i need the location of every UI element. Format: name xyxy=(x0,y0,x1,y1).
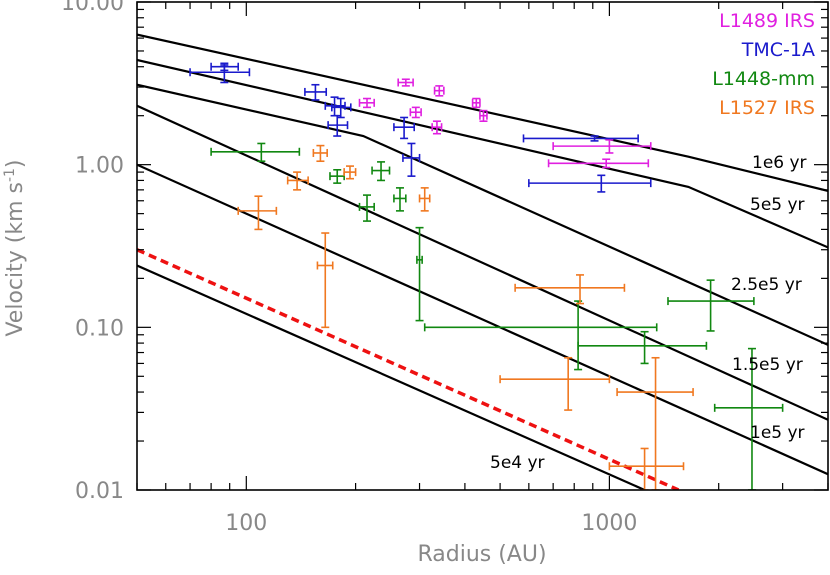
data-point xyxy=(286,171,309,191)
data-point xyxy=(608,447,685,490)
data-point xyxy=(479,109,488,123)
legend-entry: L1448-mm xyxy=(712,68,815,90)
model-curves xyxy=(137,33,828,490)
data-point xyxy=(402,142,421,177)
data-point xyxy=(210,62,240,72)
data-point xyxy=(358,194,375,222)
series-3 xyxy=(237,144,694,490)
series-1 xyxy=(189,62,652,193)
curve-label-0: 1e6 yr xyxy=(752,153,807,173)
series-2 xyxy=(210,142,784,490)
data-point xyxy=(397,78,414,87)
y-axis-title: Velocity (km s-1) xyxy=(2,159,28,336)
data-point xyxy=(312,144,328,163)
data-point xyxy=(522,134,639,143)
curve-label-5: 5e4 yr xyxy=(490,453,545,473)
y-tick-label: 10.00 xyxy=(61,0,124,16)
model-curve-dashed xyxy=(137,248,680,490)
y-axis-title-superscript: -1 xyxy=(2,168,18,182)
data-point xyxy=(371,161,391,182)
legend-entry: TMC-1A xyxy=(741,39,815,61)
data-point xyxy=(514,274,626,305)
data-point xyxy=(324,96,346,117)
series-0 xyxy=(358,78,652,169)
data-point xyxy=(423,300,658,371)
plot-axes: 100 1000 0.01 0.10 1.00 10.00 xyxy=(61,0,829,536)
plot-frame xyxy=(136,1,829,491)
y-tick-label: 0.10 xyxy=(75,316,124,341)
data-point xyxy=(528,174,652,193)
legend-entry: L1489 IRS xyxy=(719,10,815,32)
data-point xyxy=(499,356,611,411)
curve-label-1: 5e5 yr xyxy=(750,195,805,215)
x-tick-label: 1000 xyxy=(581,511,637,536)
data-point xyxy=(713,347,784,490)
legend-entry: L1527 IRS xyxy=(719,97,815,119)
model-curve-5 xyxy=(137,264,646,490)
model-curve-4 xyxy=(137,163,828,476)
data-point xyxy=(331,97,352,119)
data-point xyxy=(393,187,407,212)
y-axis-title-close: ) xyxy=(3,159,28,168)
data-point xyxy=(431,120,443,135)
data-point xyxy=(616,356,694,490)
data-point xyxy=(210,142,301,163)
y-axis-title-main: Velocity (km s xyxy=(3,182,28,337)
data-point xyxy=(577,330,708,365)
data-point xyxy=(393,116,415,140)
curve-label-2: 2.5e5 yr xyxy=(731,275,802,295)
data-point xyxy=(418,187,431,212)
y-tick-label: 1.00 xyxy=(75,154,124,179)
data-point xyxy=(237,195,278,231)
x-axis-title: Radius (AU) xyxy=(417,542,546,567)
data-series xyxy=(189,62,784,490)
curve-label-3: 1.5e5 yr xyxy=(732,355,803,375)
data-point xyxy=(316,232,334,329)
data-point xyxy=(329,168,345,184)
model-curve-0 xyxy=(137,33,828,192)
model-curve-2 xyxy=(137,83,828,346)
model-curve-1 xyxy=(137,58,828,249)
data-point xyxy=(343,165,357,180)
data-point xyxy=(471,97,481,109)
data-point xyxy=(433,85,445,97)
curve-labels: 1e6 yr 5e5 yr 2.5e5 yr 1.5e5 yr 1e5 yr 5e4 yr xyxy=(490,153,807,473)
data-point xyxy=(547,158,650,169)
data-point xyxy=(409,106,422,119)
data-point xyxy=(667,279,755,332)
model-curve-3 xyxy=(137,104,828,421)
y-tick-label: 0.01 xyxy=(75,479,124,504)
data-point xyxy=(327,114,349,137)
data-point xyxy=(304,83,328,101)
curve-label-4: 1e5 yr xyxy=(750,423,805,443)
data-point xyxy=(358,97,375,109)
data-point xyxy=(415,226,424,322)
x-tick-label: 100 xyxy=(225,511,267,536)
data-point xyxy=(552,139,652,154)
